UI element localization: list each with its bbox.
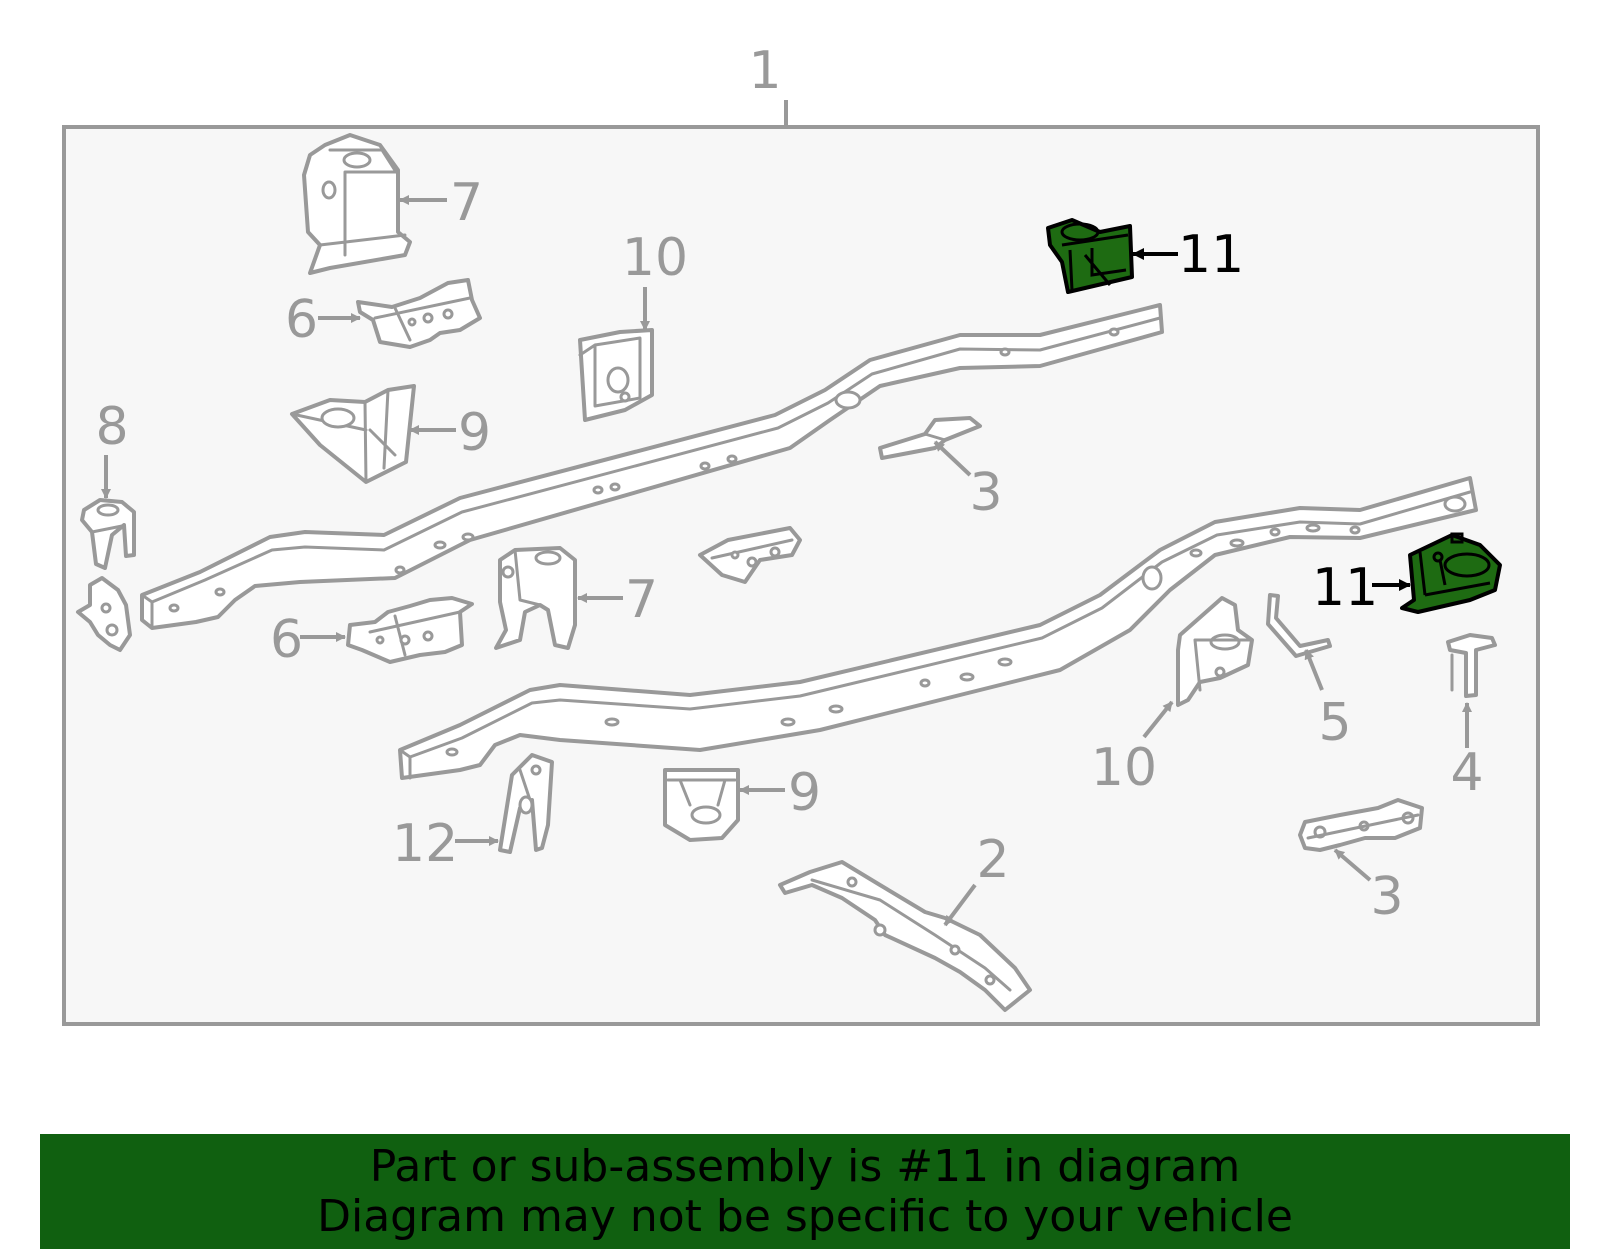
banner-line-part-info: Part or sub-assembly is #11 in diagram	[369, 1140, 1241, 1192]
callout-10b: 10	[1091, 738, 1157, 798]
part-12	[498, 753, 554, 854]
part-11-lower	[1400, 532, 1502, 614]
callout-11a: 11	[1178, 225, 1244, 285]
callout-10a: 10	[622, 228, 688, 288]
callout-7a: 7	[450, 173, 483, 233]
leader-10b	[1142, 700, 1174, 739]
callout-1: 1	[748, 41, 781, 101]
callout-9b: 9	[788, 763, 821, 823]
part-4	[1446, 633, 1497, 698]
callout-11b: 11	[1312, 558, 1378, 618]
info-banner: Part or sub-assembly is #11 in diagram D…	[40, 1134, 1570, 1249]
part-10-lower	[1176, 596, 1254, 707]
part-7-middle	[494, 546, 577, 650]
frame-rail-upper	[140, 303, 1164, 630]
part-5	[1266, 593, 1332, 658]
callout-6a: 6	[285, 290, 318, 350]
part-8	[80, 498, 136, 570]
part-3-lower	[1298, 798, 1424, 852]
leader-2	[943, 883, 977, 927]
callout-12: 12	[392, 814, 458, 874]
crossmember-piece-center	[698, 526, 802, 584]
part-3-upper	[878, 416, 982, 460]
part-7-upper	[302, 133, 412, 275]
callout-6b: 6	[270, 610, 303, 670]
bracket-left	[76, 576, 132, 652]
callout-3a: 3	[969, 463, 1002, 523]
part-2	[778, 860, 1032, 1012]
callout-3b: 3	[1370, 867, 1403, 927]
part-11-upper	[1046, 218, 1134, 294]
part-6-middle	[346, 596, 474, 664]
leader-3b	[1333, 848, 1372, 882]
leader-5	[1304, 649, 1324, 691]
callout-7b: 7	[625, 570, 658, 630]
part-9-lower	[663, 768, 740, 842]
leader-3a	[933, 440, 972, 477]
banner-line-disclaimer: Diagram may not be specific to your vehi…	[317, 1190, 1293, 1242]
part-6-upper	[356, 278, 482, 349]
callout-9a: 9	[458, 403, 491, 463]
callout-5: 5	[1318, 693, 1351, 753]
frame-rail-lower	[398, 476, 1478, 780]
part-9-upper	[290, 384, 416, 484]
callout-8: 8	[95, 397, 128, 457]
callout-2: 2	[976, 830, 1009, 890]
callout-4: 4	[1450, 743, 1483, 803]
part-10-upper	[578, 328, 654, 422]
